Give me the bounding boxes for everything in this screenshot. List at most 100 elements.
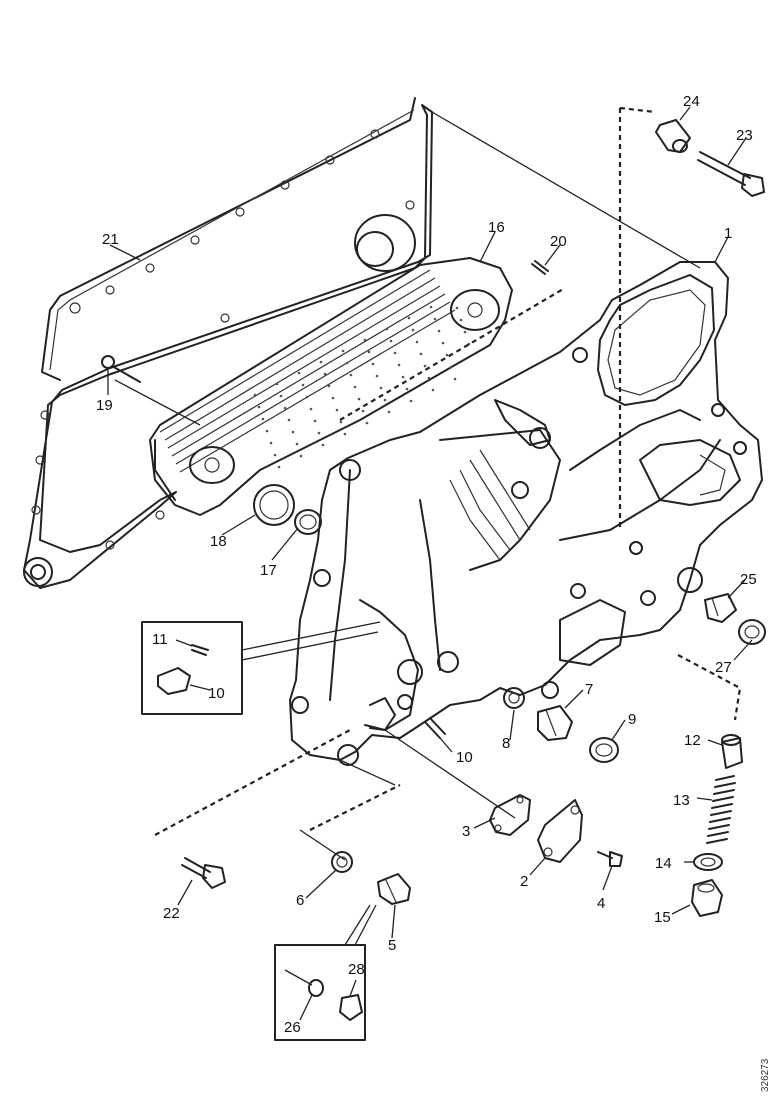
fin-dot bbox=[367, 350, 371, 354]
label-10: 10 bbox=[456, 749, 473, 766]
fin-dot bbox=[445, 353, 449, 357]
label-8: 8 bbox=[502, 735, 510, 752]
label-6: 6 bbox=[296, 892, 304, 909]
fin-dot bbox=[265, 429, 269, 433]
o-ring-17 bbox=[294, 509, 322, 535]
fin-dot bbox=[449, 365, 453, 369]
fin-dot bbox=[371, 362, 375, 366]
fin-dot bbox=[279, 394, 283, 398]
label-18: 18 bbox=[210, 533, 227, 550]
label-4: 4 bbox=[597, 895, 605, 912]
fin-dot bbox=[389, 339, 393, 343]
label-27: 27 bbox=[715, 659, 732, 676]
reference-code: 326273 bbox=[760, 1058, 771, 1092]
fin-dot bbox=[275, 382, 279, 386]
label-19: 19 bbox=[96, 397, 113, 414]
seal-9 bbox=[589, 737, 619, 763]
label-25: 25 bbox=[740, 571, 757, 588]
fin-dot bbox=[273, 453, 277, 457]
assembly-guide-lines bbox=[114, 106, 742, 861]
cover-2 bbox=[537, 799, 583, 863]
label-28: 28 bbox=[348, 961, 365, 978]
fin-dot bbox=[253, 393, 257, 397]
fin-dot bbox=[335, 408, 339, 412]
fin-dot bbox=[385, 327, 389, 331]
fin-dot bbox=[455, 306, 459, 310]
inset-detail-26-28 bbox=[274, 904, 377, 1041]
gasket-21 bbox=[23, 97, 433, 589]
fin-dot bbox=[319, 360, 323, 364]
fin-dot bbox=[375, 374, 379, 378]
cooler-fin-pattern bbox=[253, 305, 471, 469]
fin-dot bbox=[343, 432, 347, 436]
fin-dot bbox=[357, 397, 361, 401]
oil-cooler-16 bbox=[149, 257, 513, 516]
fin-dot bbox=[401, 375, 405, 379]
fin-dot bbox=[365, 421, 369, 425]
fin-dot bbox=[321, 443, 325, 447]
plug-15 bbox=[691, 879, 723, 917]
bolt-19 bbox=[101, 355, 141, 383]
pin-20 bbox=[531, 260, 549, 275]
fin-dot bbox=[393, 351, 397, 355]
washer-6 bbox=[331, 851, 353, 873]
fin-dot bbox=[331, 396, 335, 400]
fin-dot bbox=[261, 417, 265, 421]
label-9: 9 bbox=[628, 711, 636, 728]
fin-dot bbox=[341, 349, 345, 353]
fin-dot bbox=[345, 361, 349, 365]
label-3: 3 bbox=[462, 823, 470, 840]
seal-27 bbox=[738, 619, 766, 645]
fin-dot bbox=[419, 352, 423, 356]
fin-dot bbox=[387, 410, 391, 414]
fin-dot bbox=[379, 386, 383, 390]
fin-dot bbox=[415, 340, 419, 344]
fin-dot bbox=[361, 409, 365, 413]
sleeve-24 bbox=[655, 119, 691, 153]
label-1: 1 bbox=[724, 225, 732, 242]
fin-dot bbox=[409, 399, 413, 403]
fin-dot bbox=[397, 363, 401, 367]
fin-dot bbox=[353, 385, 357, 389]
label-leaders bbox=[107, 106, 753, 1021]
fin-dot bbox=[441, 341, 445, 345]
washer-14 bbox=[693, 853, 723, 871]
housing-1 bbox=[289, 261, 763, 766]
fin-dot bbox=[463, 330, 467, 334]
fin-dot bbox=[323, 372, 327, 376]
label-13: 13 bbox=[673, 792, 690, 809]
fin-dot bbox=[297, 371, 301, 375]
label-5: 5 bbox=[388, 937, 396, 954]
fin-dot bbox=[309, 407, 313, 411]
label-22: 22 bbox=[163, 905, 180, 922]
fin-dot bbox=[313, 419, 317, 423]
label-26: 26 bbox=[284, 1019, 301, 1036]
fin-dot bbox=[269, 441, 273, 445]
washer-8 bbox=[503, 687, 525, 709]
pin-10 bbox=[424, 717, 446, 739]
fin-dot bbox=[427, 376, 431, 380]
label-10-inset: 10 bbox=[208, 685, 225, 702]
label-12: 12 bbox=[684, 732, 701, 749]
fin-dot bbox=[317, 431, 321, 435]
union-7 bbox=[537, 705, 573, 741]
o-ring-18 bbox=[253, 484, 295, 526]
fin-dot bbox=[327, 384, 331, 388]
fin-dot bbox=[429, 305, 433, 309]
plug-5 bbox=[377, 873, 411, 905]
fin-dot bbox=[257, 405, 261, 409]
spring-13 bbox=[706, 775, 736, 844]
fin-dot bbox=[431, 388, 435, 392]
screw-4 bbox=[597, 851, 623, 867]
label-17: 17 bbox=[260, 562, 277, 579]
label-24: 24 bbox=[683, 93, 700, 110]
fin-dot bbox=[277, 465, 281, 469]
fin-dot bbox=[437, 329, 441, 333]
gasket-3 bbox=[489, 794, 531, 836]
fin-dot bbox=[453, 377, 457, 381]
bolt-22 bbox=[181, 857, 226, 889]
fin-dot bbox=[459, 318, 463, 322]
inset-detail-10-11 bbox=[141, 621, 381, 715]
fin-dot bbox=[349, 373, 353, 377]
